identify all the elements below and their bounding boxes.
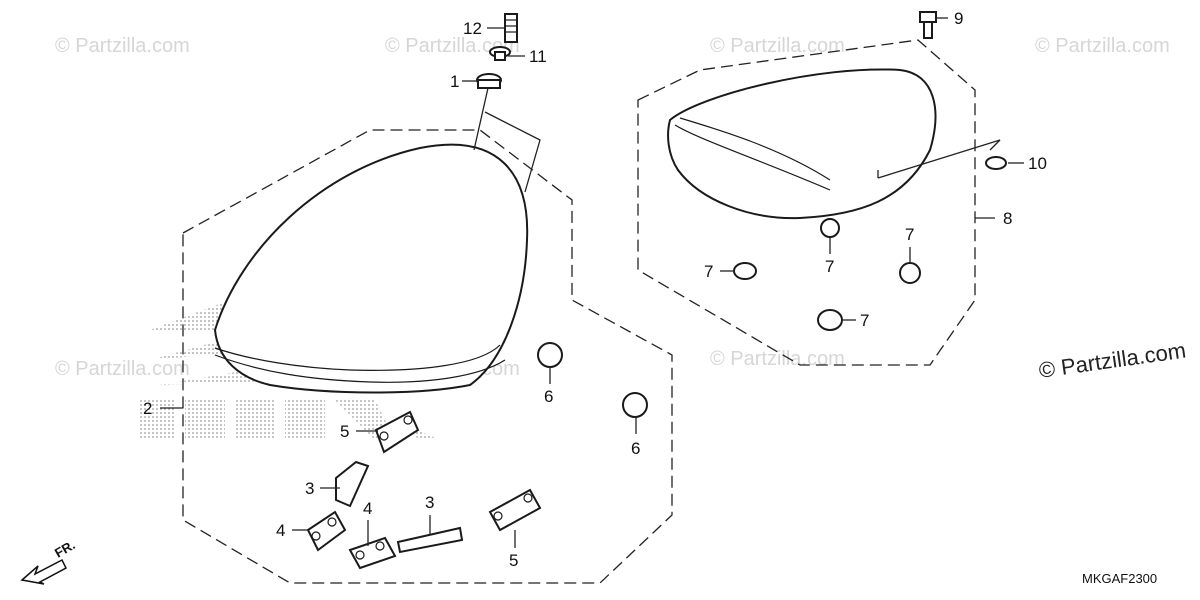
leader-line <box>484 111 541 193</box>
rider-seat-outline <box>182 129 673 584</box>
bolt-part[interactable] <box>919 11 937 39</box>
leader-line <box>473 87 489 151</box>
callout-label: 7 <box>860 311 869 330</box>
callout-label: 4 <box>363 499 372 518</box>
cushion-part[interactable] <box>899 262 921 284</box>
callout-label: 7 <box>825 257 834 276</box>
watermark: © Partzilla.com <box>385 35 520 57</box>
rubber-block-part[interactable] <box>306 510 347 552</box>
cushion-part[interactable] <box>733 262 757 280</box>
watermark: © Partzilla.com <box>710 348 845 370</box>
callout-label: 7 <box>905 225 914 244</box>
front-arrow-label: FR. <box>52 537 78 560</box>
rubber-strip-part[interactable] <box>396 526 464 554</box>
collar-part[interactable] <box>489 46 511 61</box>
callout-label: 2 <box>143 399 152 418</box>
callout-label: 6 <box>631 439 640 458</box>
callout-label: 12 <box>463 19 482 38</box>
grommet-part[interactable] <box>476 73 502 89</box>
front-arrow: FR. <box>20 537 78 585</box>
callout-label: 10 <box>1028 154 1047 173</box>
watermark: © Partzilla.com <box>55 358 190 380</box>
watermark: © Partzilla.com <box>710 35 845 57</box>
callout-label: 9 <box>954 9 963 28</box>
callout-label: 5 <box>340 422 349 441</box>
callout-label: 7 <box>704 262 713 281</box>
diagram-code: MKGAF2300 <box>1082 571 1157 586</box>
callout-label: 5 <box>509 551 518 570</box>
cushion-part[interactable] <box>817 309 843 331</box>
callout-label: 3 <box>425 493 434 512</box>
cushion-part[interactable] <box>537 342 563 368</box>
rubber-block-part[interactable] <box>488 488 542 532</box>
watermark: © Partzilla.com <box>55 35 190 57</box>
pillion-seat-outline <box>637 39 976 366</box>
rubber-block-part[interactable] <box>348 536 397 570</box>
watermark: © Partzilla.com <box>1035 35 1170 57</box>
rubber-strip-part[interactable] <box>335 460 370 508</box>
rider-seat[interactable] <box>213 143 529 394</box>
callout-label: 1 <box>450 72 459 91</box>
leader-lines <box>160 17 1024 548</box>
grommet-part[interactable] <box>985 156 1007 170</box>
watermark-prominent: © Partzilla.com <box>1037 338 1187 383</box>
cushion-part[interactable] <box>820 218 840 238</box>
callout-label: 11 <box>529 47 547 66</box>
bolt-part[interactable] <box>504 13 518 43</box>
cushion-part[interactable] <box>622 392 648 418</box>
callout-label: 4 <box>276 521 285 540</box>
pillion-seat[interactable] <box>667 68 937 220</box>
callout-label: 6 <box>544 387 553 406</box>
rubber-block-part[interactable] <box>374 410 420 454</box>
callout-label: 3 <box>305 479 314 498</box>
callout-label: 8 <box>1003 209 1012 228</box>
